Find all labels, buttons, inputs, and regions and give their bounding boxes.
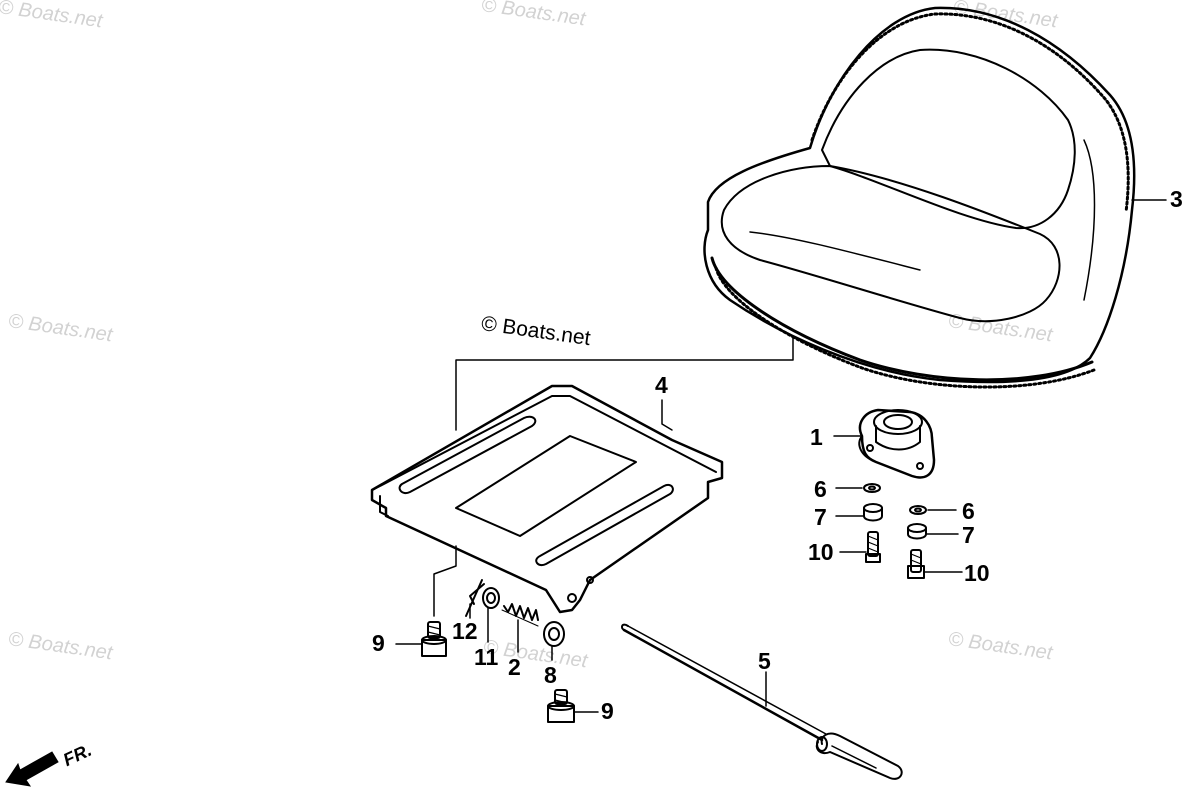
callout-6: 6	[962, 498, 975, 524]
leader-line	[455, 337, 794, 431]
callout-6: 6	[814, 476, 827, 502]
rod-part	[620, 623, 903, 780]
front-direction-arrow-icon	[5, 751, 59, 787]
callout-7: 7	[814, 504, 827, 530]
seat-part	[703, 6, 1136, 389]
callout-1: 1	[810, 424, 823, 450]
collar-part	[543, 621, 565, 647]
pin-part	[465, 579, 485, 617]
callout-8: 8	[544, 662, 557, 688]
bolt-part	[421, 621, 447, 657]
hardware-right	[907, 505, 927, 579]
callout-3: 3	[1170, 186, 1183, 212]
callout-10: 10	[808, 539, 834, 565]
callout-leaders	[395, 199, 1167, 713]
washer-part	[482, 587, 500, 609]
bolt-part	[547, 689, 575, 723]
spring-part	[501, 603, 539, 627]
callout-9: 9	[372, 630, 385, 656]
callout-4: 4	[655, 372, 668, 398]
callout-2: 2	[508, 654, 521, 680]
callout-10: 10	[964, 560, 990, 586]
callout-7: 7	[962, 522, 975, 548]
callout-5: 5	[758, 648, 771, 674]
bracket-plate-part	[370, 384, 724, 614]
callout-9: 9	[601, 698, 614, 724]
bearing-part	[858, 408, 936, 479]
hardware-left	[863, 483, 883, 563]
callout-11: 11	[474, 644, 499, 670]
callout-12: 12	[452, 618, 478, 644]
